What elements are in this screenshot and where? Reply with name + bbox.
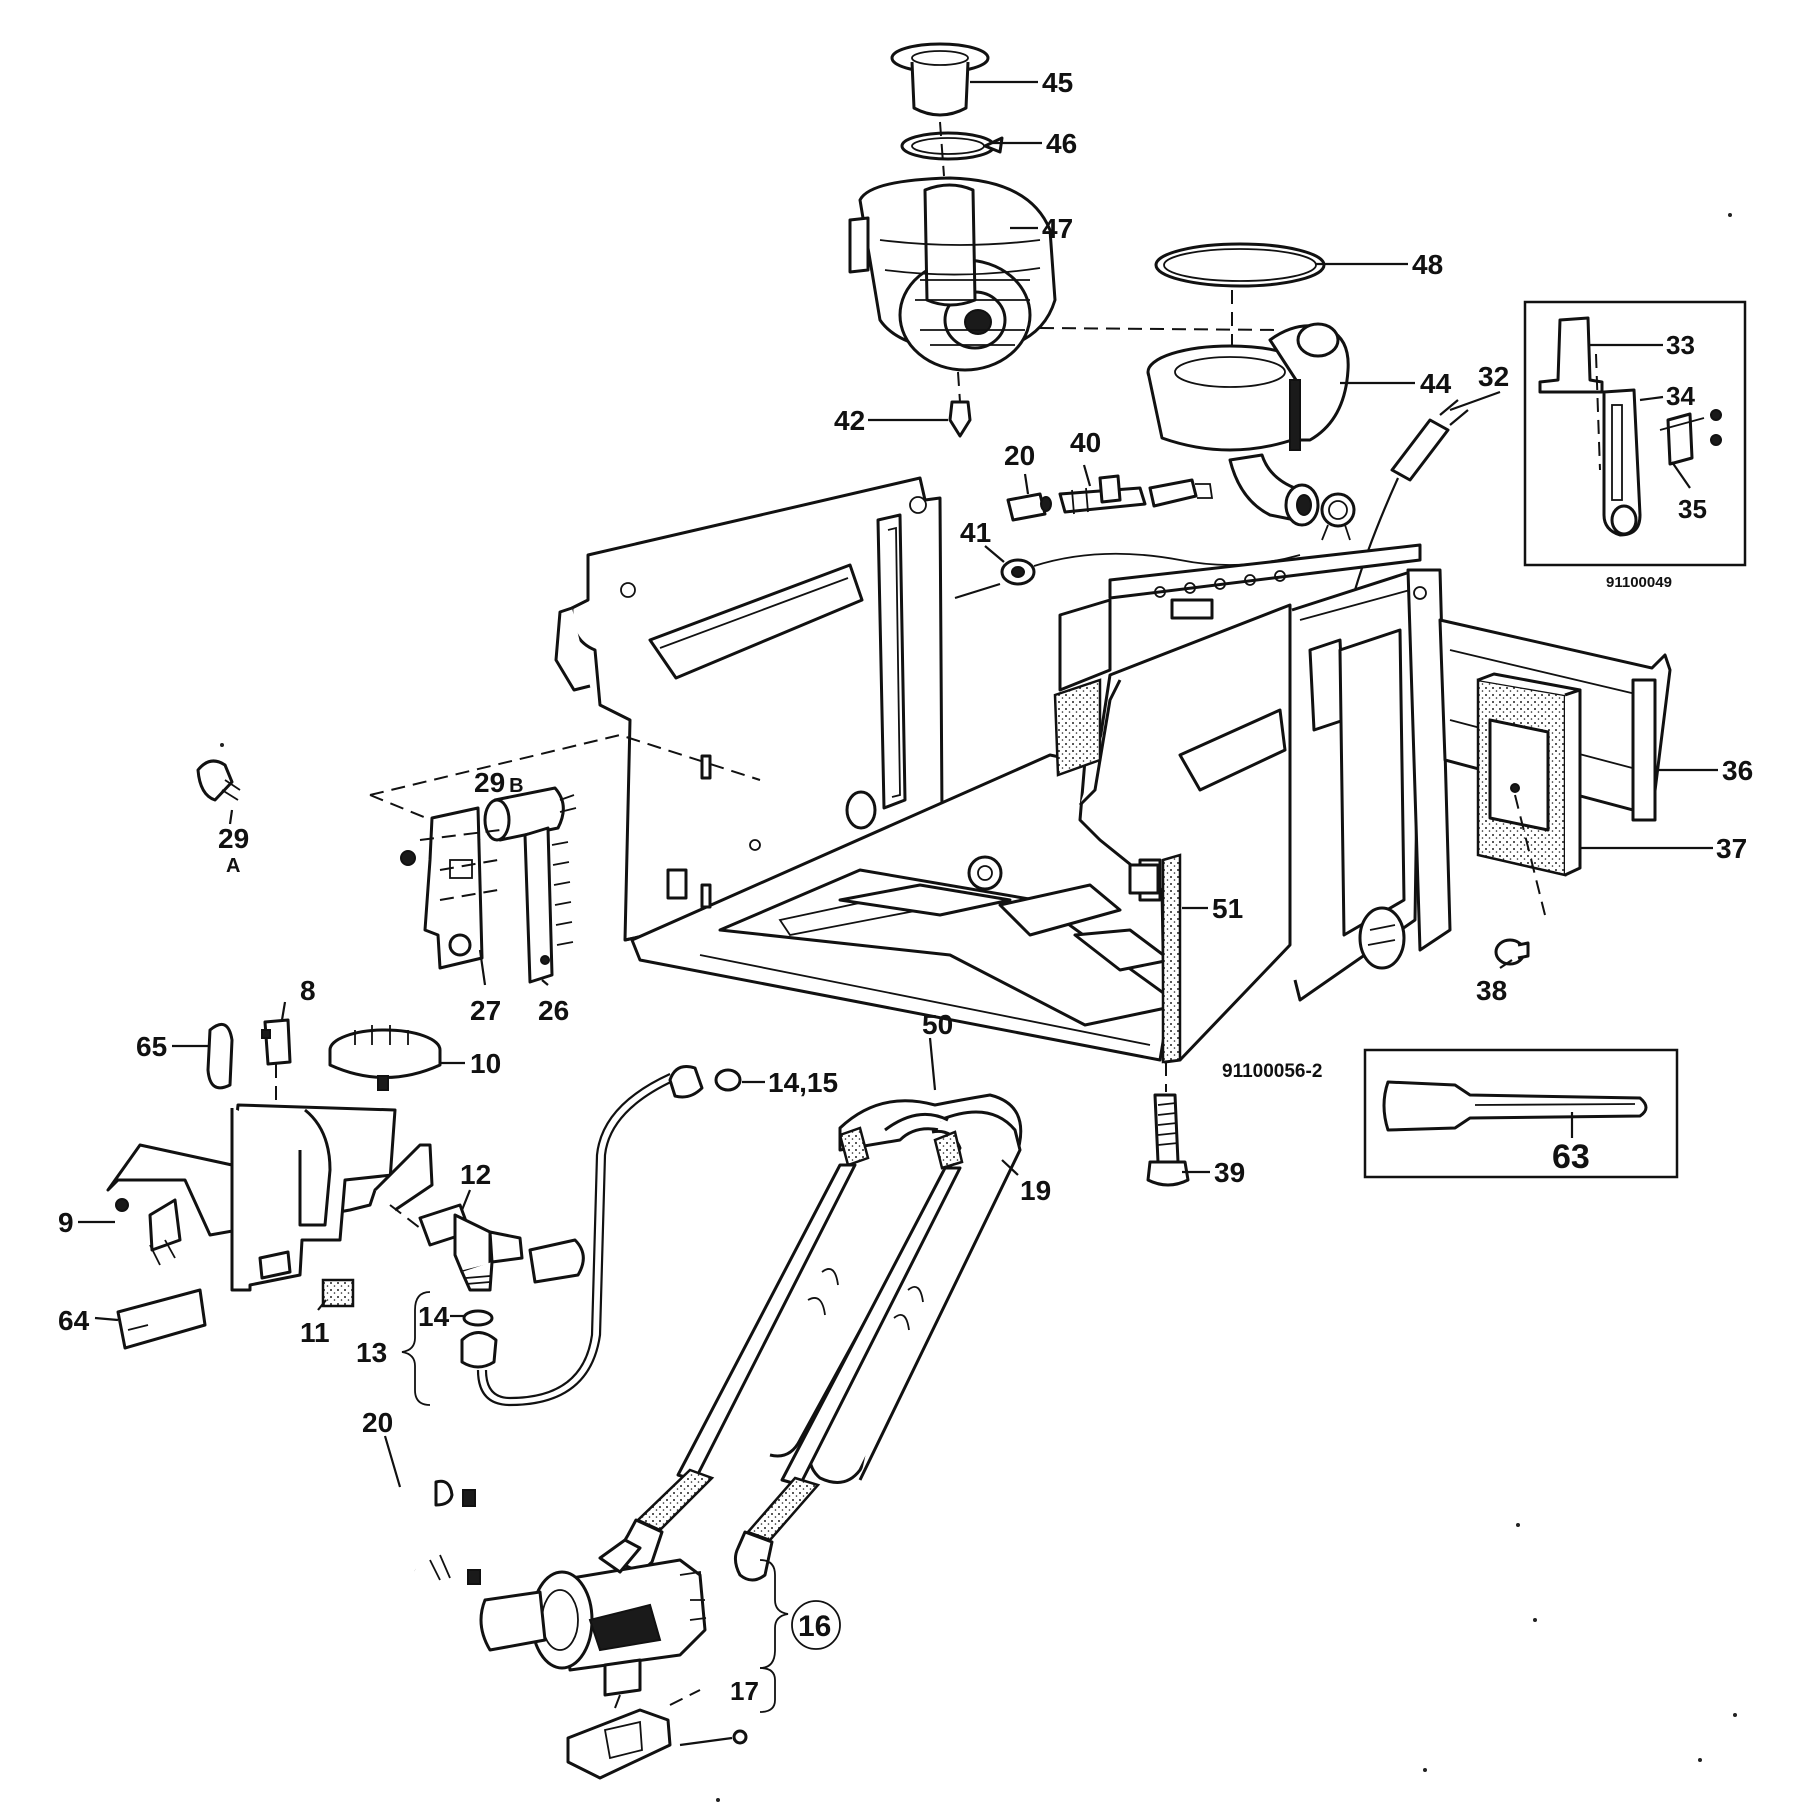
- label-63: 63: [1552, 1138, 1590, 1176]
- part-39-foot: [1146, 1062, 1190, 1187]
- label-8: 8: [300, 975, 316, 1006]
- inset-code: 91100049: [1606, 574, 1672, 591]
- label-26: 26: [538, 995, 569, 1026]
- part-8-switch: [261, 1018, 292, 1130]
- inset-box-63: [1363, 1048, 1679, 1179]
- label-46: 46: [1046, 128, 1077, 159]
- label-29B-number: 29: [474, 767, 505, 798]
- label-16: 16: [798, 1610, 831, 1643]
- part-45-sleeve: [890, 42, 990, 117]
- label-29B-suffix: B: [509, 775, 523, 797]
- label-12: 12: [460, 1159, 491, 1190]
- part-46-clamp: [900, 131, 1004, 161]
- leader-lines: [78, 80, 1718, 1488]
- label-9: 9: [58, 1207, 74, 1238]
- label-13: 13: [356, 1337, 387, 1368]
- part-32-mains-cable: [1353, 399, 1469, 591]
- label-10: 10: [470, 1048, 501, 1079]
- part-48-ring: [1154, 242, 1326, 288]
- part-17-bracket: [566, 1689, 748, 1780]
- part-16-drain-pump: [479, 1538, 707, 1697]
- part-12-valve: [389, 1203, 585, 1292]
- callout-labels: 45 46 47 48 44 32 33 34 35 42 40 20 41 3…: [58, 67, 1753, 1706]
- label-40: 40: [1070, 427, 1101, 458]
- circle-16: [791, 1600, 841, 1650]
- part-10-pressure-switch: [328, 1025, 442, 1091]
- part-14-washer: [462, 1309, 494, 1327]
- label-29A-suffix: A: [226, 855, 240, 877]
- part-27-plate: [400, 806, 501, 970]
- brace-17: [759, 1667, 776, 1713]
- label-44: 44: [1420, 368, 1452, 399]
- part-38-knob: [1494, 938, 1530, 966]
- hose-clip: [1320, 492, 1356, 541]
- label-27: 27: [470, 995, 501, 1026]
- part-20-hose-bottom: [340, 1479, 481, 1585]
- label-42: 42: [834, 405, 865, 436]
- label-29A: 29: [218, 823, 249, 854]
- part-9-bracket-assembly: [106, 1103, 434, 1292]
- label-38: 38: [1476, 975, 1507, 1006]
- label-39: 39: [1214, 1157, 1245, 1188]
- label-51: 51: [1212, 893, 1243, 924]
- label-14: 14: [418, 1301, 450, 1332]
- label-19: 19: [1020, 1175, 1051, 1206]
- label-34: 34: [1666, 381, 1695, 411]
- specks: [220, 213, 1737, 1802]
- main-code: 91100056-2: [1222, 1061, 1322, 1082]
- label-41: 41: [960, 517, 991, 548]
- label-17: 17: [730, 1676, 759, 1706]
- label-20-top: 20: [1004, 440, 1035, 471]
- part-47-wash-motor: [848, 176, 1057, 372]
- label-65: 65: [136, 1031, 167, 1062]
- brace-16: [759, 1559, 789, 1669]
- label-64: 64: [58, 1305, 90, 1336]
- label-14-15: 14,15: [768, 1067, 838, 1098]
- part-13-hose: [460, 1065, 704, 1407]
- part-65-cover: [206, 1022, 234, 1090]
- part-20-hose-cap-top: [1006, 492, 1052, 522]
- label-33: 33: [1666, 330, 1695, 360]
- label-47: 47: [1042, 213, 1073, 244]
- part-14-15-seal: [714, 1068, 742, 1092]
- part-44-sump: [1146, 322, 1350, 527]
- label-32: 32: [1478, 361, 1509, 392]
- bracket-13: [401, 1291, 431, 1406]
- label-36: 36: [1722, 755, 1753, 786]
- label-11: 11: [300, 1317, 330, 1348]
- part-26-terminal-strip: [523, 826, 574, 984]
- label-48: 48: [1412, 249, 1443, 280]
- part-29A-switch: [196, 759, 241, 802]
- label-20-bottom: 20: [362, 1407, 393, 1438]
- part-50-19-hoses: [620, 1093, 1023, 1616]
- part-64-holder: [116, 1288, 207, 1350]
- label-50: 50: [922, 1009, 953, 1040]
- part-40-connector: [1058, 474, 1214, 515]
- main-frame: 91100056-2: [369, 476, 1672, 1082]
- inset-box-top: 91100049: [1523, 300, 1747, 591]
- part-11-filter: [321, 1278, 355, 1308]
- label-45: 45: [1042, 67, 1073, 98]
- part-42-plug: [948, 400, 972, 438]
- label-37: 37: [1716, 833, 1747, 864]
- label-35: 35: [1678, 494, 1707, 524]
